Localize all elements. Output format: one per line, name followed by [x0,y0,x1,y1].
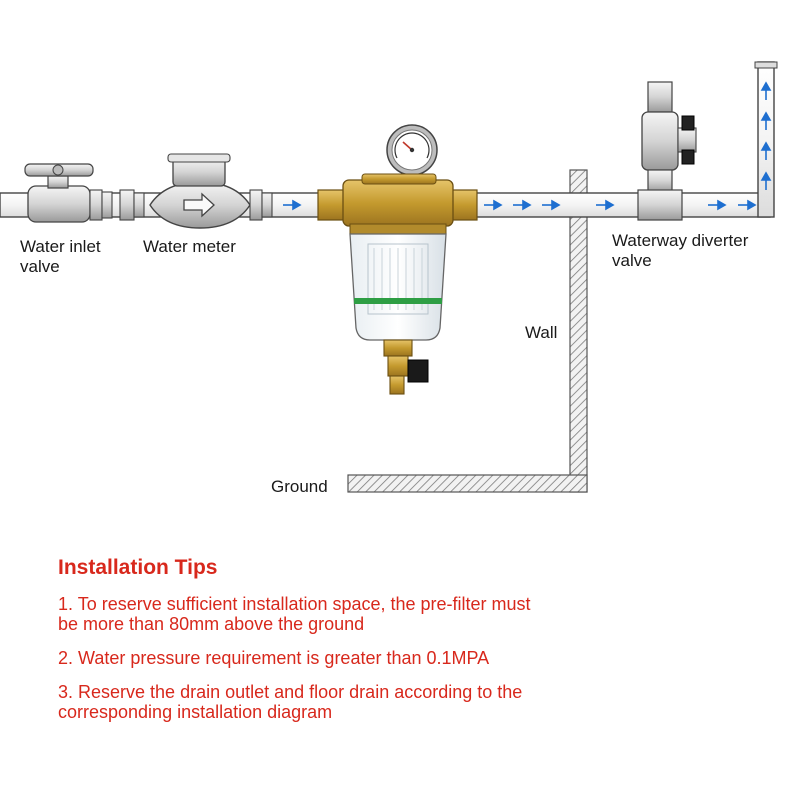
waterway-diverter-valve-label: Waterway diverter valve [612,231,748,271]
flow-arrows [283,81,772,211]
water-inlet-valve-label-line1: Water inlet [20,237,101,256]
ground-label: Ground [271,477,328,496]
waterway-diverter-valve-label-line1: Waterway diverter [612,231,749,250]
flow-arrow-icon [760,111,772,130]
water-inlet-valve-label: Water inlet valve [20,237,101,277]
installation-tips: Installation Tips 1. To reserve sufficie… [58,556,758,736]
flow-arrow-icon [760,81,772,100]
flow-arrow-icon [283,199,302,211]
pressure-gauge-icon [386,124,438,187]
flow-arrow-icon [760,171,772,190]
tip-line: 2. Water pressure requirement is greater… [58,648,490,668]
waterway-diverter-valve [637,81,697,221]
water-meter [149,153,273,229]
wall-label: Wall [525,323,558,342]
tip-line: corresponding installation diagram [58,702,333,722]
tip-item: 1. To reserve sufficient installation sp… [58,594,758,634]
flow-arrow-icon [513,199,532,211]
installation-tips-title: Installation Tips [58,556,218,579]
installation-diagram [0,61,778,493]
wall [569,169,588,493]
flow-direction-icon [183,192,215,218]
tip-item: 2. Water pressure requirement is greater… [58,648,758,668]
flow-arrow-icon [542,199,561,211]
fitting [119,189,145,221]
flow-arrow-icon [760,141,772,160]
flow-arrow-icon [596,199,615,211]
water-meter-label: Water meter [143,237,236,256]
tip-line: 3. Reserve the drain outlet and floor dr… [58,682,523,702]
tip-line: be more than 80mm above the ground [58,614,365,634]
tip-item: 3. Reserve the drain outlet and floor dr… [58,682,758,722]
water-inlet-valve-label-line2: valve [20,257,60,276]
pre-filter [317,124,478,395]
flow-arrow-icon [484,199,503,211]
water-inlet-valve [24,163,113,223]
flow-arrow-icon [738,199,757,211]
riser-pipe [754,61,778,218]
waterway-diverter-valve-label-line2: valve [612,251,652,270]
tip-line: 1. To reserve sufficient installation sp… [58,594,531,614]
ground [347,474,588,493]
flow-arrow-icon [708,199,727,211]
